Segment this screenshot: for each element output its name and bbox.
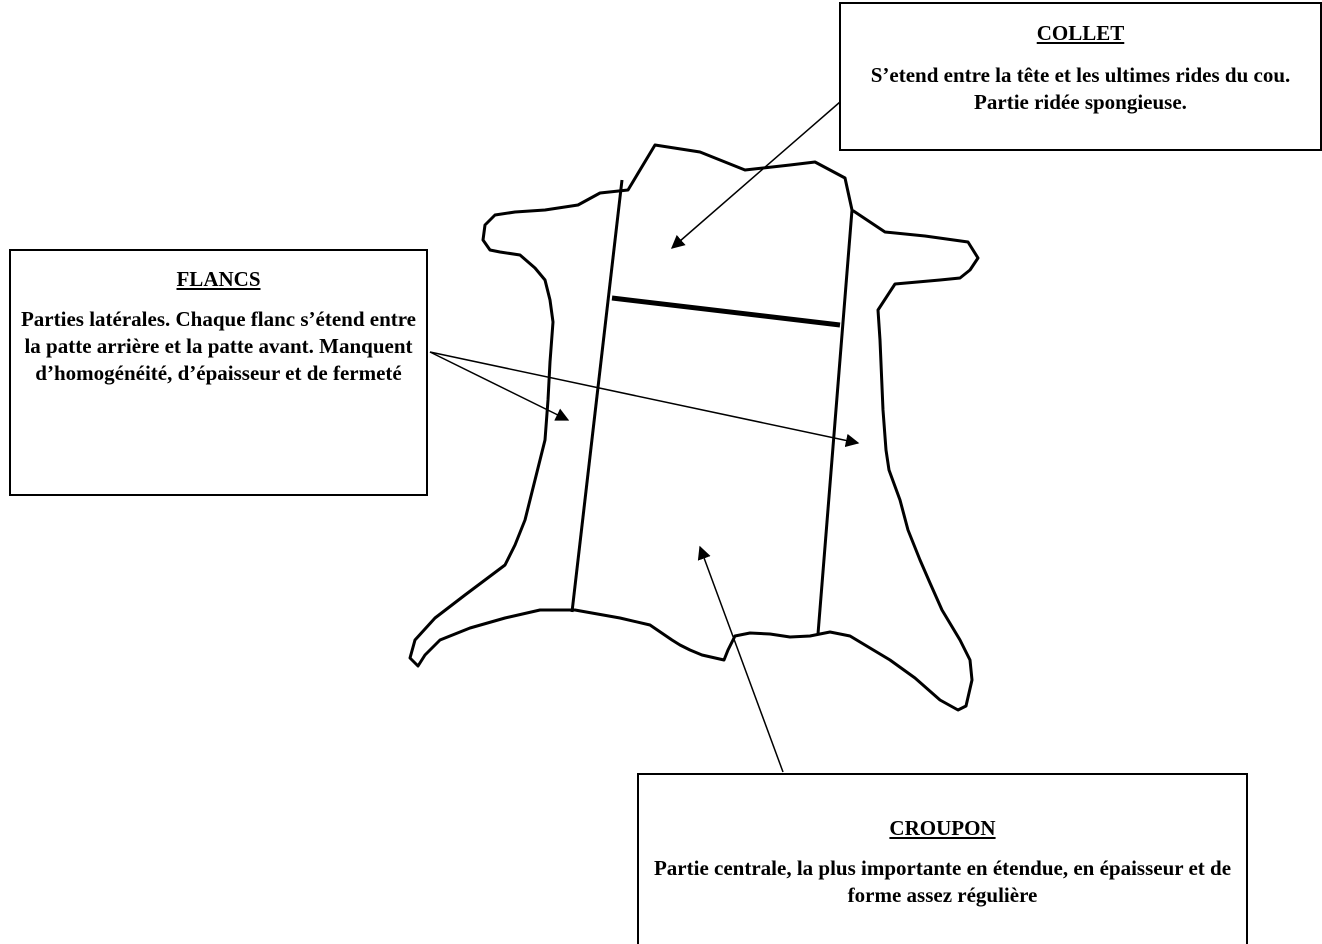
croupon-box: CROUPON Partie centrale, la plus importa… — [637, 773, 1248, 944]
croupon-description: Partie centrale, la plus importante en é… — [653, 856, 1232, 907]
collet-description: S’etend entre la tête et les ultimes rid… — [870, 63, 1291, 114]
flancs-title: FLANCS — [176, 267, 261, 291]
left-divider — [570, 179, 624, 613]
collet-box: COLLET S’etend entre la tête et les ulti… — [839, 2, 1322, 151]
flancs-description: Parties latérales. Chaque flanc s’étend … — [20, 307, 417, 385]
croupon-title: CROUPON — [889, 816, 996, 840]
croupon-arrow — [697, 545, 784, 773]
collet-arrow — [670, 101, 841, 249]
collet-croupon-divider — [611, 295, 841, 328]
collet-title: COLLET — [1036, 21, 1125, 45]
right-divider — [816, 209, 854, 635]
flancs-box: FLANCS Parties latérales. Chaque flanc s… — [9, 249, 428, 496]
flancs-arrow-left — [429, 351, 570, 421]
hide-outline — [408, 143, 980, 712]
flancs-arrow-right — [429, 351, 860, 448]
